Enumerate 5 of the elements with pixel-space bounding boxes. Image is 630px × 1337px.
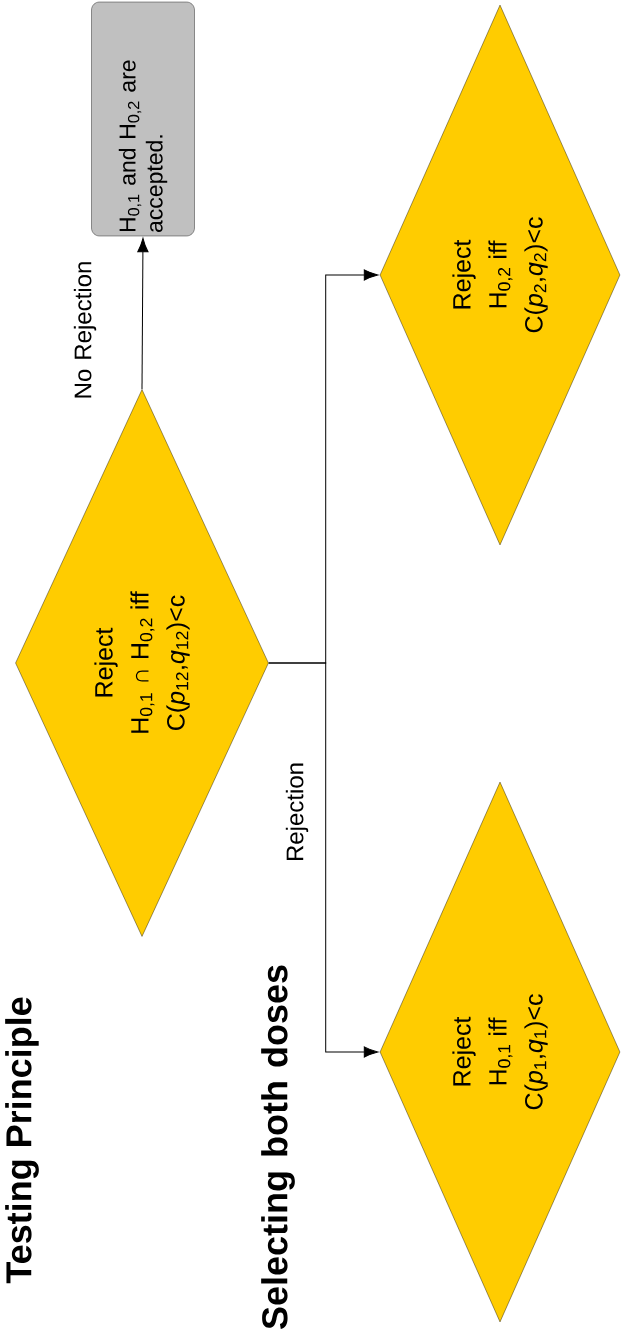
title: Testing Principle (5, 997, 39, 1284)
arrow (137, 237, 149, 390)
edge-label: Rejection (283, 710, 311, 914)
subtitle: Selecting both doses (261, 965, 295, 1329)
arrow (268, 269, 379, 664)
